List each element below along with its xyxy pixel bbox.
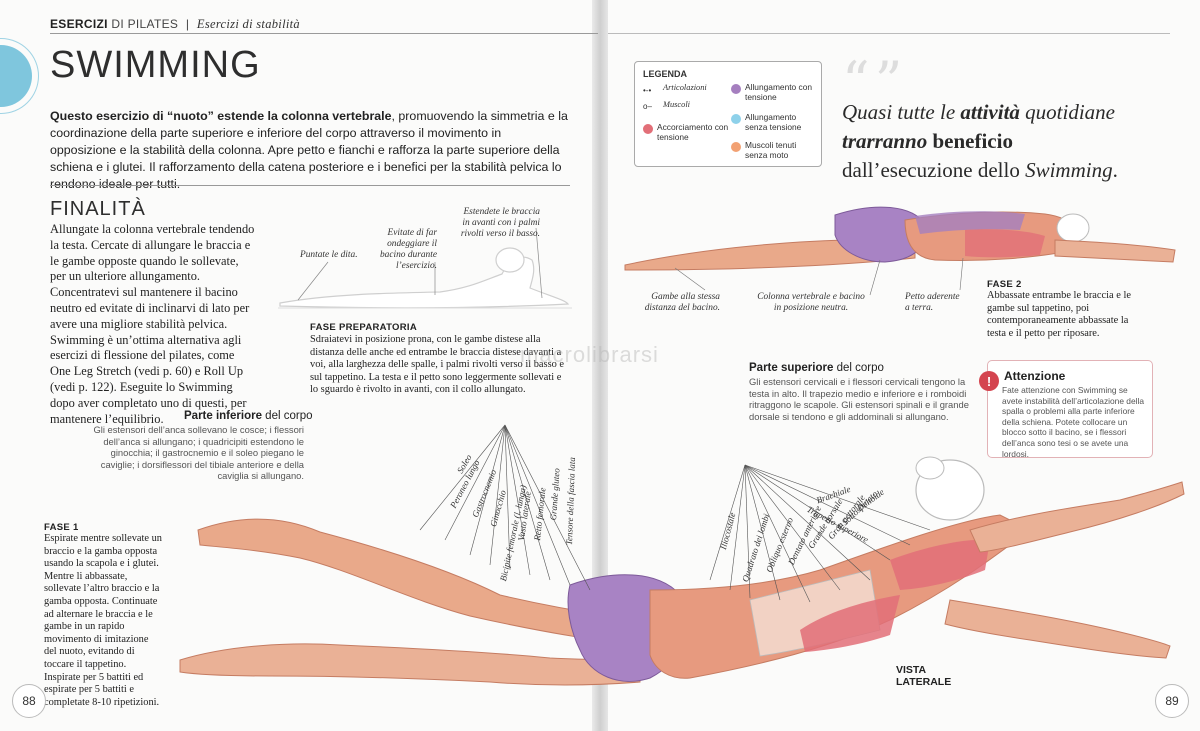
upper-body-heading-rest: del corpo xyxy=(833,362,884,374)
caption-arms: Estendete le braccia in avanti con i pal… xyxy=(460,207,540,239)
fase1-heading: FASE 1 xyxy=(44,522,79,533)
caption-legs: Gambe alla stessa distanza del bacino. xyxy=(644,292,720,313)
phase2-figure xyxy=(624,206,1176,296)
muscle-marker-icon: o– xyxy=(643,102,652,111)
phase2-arms xyxy=(1054,239,1176,263)
legend-static: Muscoli tenuti senza moto xyxy=(745,140,797,160)
finalita-body: Allungate la colonna vertebrale tendendo… xyxy=(50,222,255,426)
lower-body-heading: Parte inferiore del corpo xyxy=(184,410,313,422)
lower-arm xyxy=(944,599,1171,659)
quote-l3c: . xyxy=(1112,158,1118,182)
legend-passive: Allungamento senza tensione xyxy=(745,112,802,132)
legend-muscles: Muscoli xyxy=(663,100,690,109)
fase-preparatoria-heading: FASE PREPARATORIA xyxy=(310,322,417,333)
attenzione-heading: Attenzione xyxy=(1004,369,1066,383)
watermark: macrolibrarsi xyxy=(520,342,659,367)
upper-body-heading: Parte superiore del corpo xyxy=(749,362,884,374)
right-leg-lower xyxy=(179,643,641,686)
intro-rule xyxy=(50,185,570,186)
phase2-leader-spine xyxy=(869,259,881,296)
caption-toes: Puntate le dita. xyxy=(300,250,358,260)
vista-laterale-label: VISTA LATERALE xyxy=(896,664,952,688)
leader-toes xyxy=(297,261,329,301)
pull-quote: Quasi tutte le attività quotidiane trarr… xyxy=(842,98,1172,185)
phase2-lats xyxy=(965,229,1045,258)
book-gutter xyxy=(592,0,608,731)
joint-marker-icon: •-• xyxy=(643,86,652,95)
legend-swatch-static xyxy=(731,142,741,152)
caption-spine: Colonna vertebrale e bacino in posizione… xyxy=(757,292,865,313)
intro-lead: Questo esercizio di “nuoto” estende la c… xyxy=(50,109,392,123)
warning-icon: ! xyxy=(979,371,999,391)
legend-box: LEGENDA •-• Articolazioni o– Muscoli Acc… xyxy=(634,61,822,167)
shoulder-pink xyxy=(890,539,990,590)
finalita-heading: FINALITÀ xyxy=(50,198,146,220)
prep-figure xyxy=(278,227,572,309)
quote-mark-icon: “ ” xyxy=(842,50,902,113)
fase1-text: Espirate mentre sollevate un braccio e l… xyxy=(44,533,163,708)
prep-body-shape xyxy=(279,256,570,309)
legend-swatch-lengthening xyxy=(731,84,741,94)
page-number-left: 88 xyxy=(12,684,46,718)
header-separator: | xyxy=(185,17,190,31)
running-header: ESERCIZI DI PILATES | Esercizi di stabil… xyxy=(50,17,300,32)
caption-pelvis: Evitate di far ondeggiare il bacino dura… xyxy=(379,228,437,271)
fase-preparatoria-text: Sdraiatevi in posizione prona, con le ga… xyxy=(310,334,565,396)
header-subsection: Esercizi di stabilità xyxy=(196,17,300,31)
lower-leader-lines xyxy=(419,424,591,591)
legend-swatch-shortening xyxy=(643,124,653,134)
phase2-leader-legs xyxy=(674,267,706,291)
fase2-text: Abbassate entrambe le braccia e le gambe… xyxy=(987,290,1131,339)
left-leg-upper xyxy=(197,518,611,643)
attenzione-box: ! Attenzione Fate attenzione con Swimmin… xyxy=(979,360,1153,459)
fase2-heading: FASE 2 xyxy=(987,279,1022,290)
quote-l1c: quotidiane xyxy=(1019,100,1115,124)
phase2-leader-chest xyxy=(959,257,964,291)
quote-l3b: Swimming xyxy=(1025,158,1113,182)
lat-muscle-pink xyxy=(800,595,900,652)
quote-l2a: trarranno xyxy=(842,129,928,153)
leader-arms xyxy=(535,227,543,299)
lower-body-text: Gli estensori dell’anca sollevano le cos… xyxy=(93,424,304,482)
phase2-back-purple xyxy=(915,211,1025,234)
prep-head xyxy=(495,247,525,273)
attenzione-text: Fate attenzione con Swimming se avete in… xyxy=(1002,385,1144,459)
quote-l2b: beneficio xyxy=(927,129,1013,153)
intro-paragraph: Questo esercizio di “nuoto” estende la c… xyxy=(50,108,570,193)
header-section-rest: DI PILATES xyxy=(107,17,179,31)
page-title: SWIMMING xyxy=(50,44,261,86)
legend-title: LEGENDA xyxy=(643,69,688,79)
page-number-right: 89 xyxy=(1155,684,1189,718)
upper-body-heading-bold: Parte superiore xyxy=(749,362,834,374)
header-rule-right xyxy=(608,33,1170,34)
quote-l3a: dall’esecuzione dello xyxy=(842,158,1026,182)
intro-rest: , promuovendo la simmetria e la coordina… xyxy=(50,109,568,191)
legend-swatch-passive xyxy=(731,114,741,124)
phase2-head xyxy=(1056,213,1090,243)
lower-body-heading-bold: Parte inferiore xyxy=(184,410,262,422)
header-section-bold: ESERCIZI xyxy=(50,17,108,31)
lower-body-heading-rest: del corpo xyxy=(261,410,313,422)
legend-shortening: Accorciamento con tensione xyxy=(657,122,729,142)
header-rule-left xyxy=(50,33,598,34)
quote-l1a: Quasi tutte le xyxy=(842,100,961,124)
upper-arm-raised xyxy=(969,481,1185,553)
upper-body-text: Gli estensori cervicali e i flessori cer… xyxy=(749,376,969,422)
legend-lengthening: Allungamento con tensione xyxy=(745,82,813,102)
anatomy-figure xyxy=(179,424,1185,686)
upper-leader-lines xyxy=(709,464,931,603)
caption-chest: Petto aderente a terra. xyxy=(905,292,960,313)
legend-joints: Articolazioni xyxy=(663,83,707,92)
hair-bun xyxy=(915,456,945,480)
quote-l1b: attività xyxy=(960,100,1020,124)
